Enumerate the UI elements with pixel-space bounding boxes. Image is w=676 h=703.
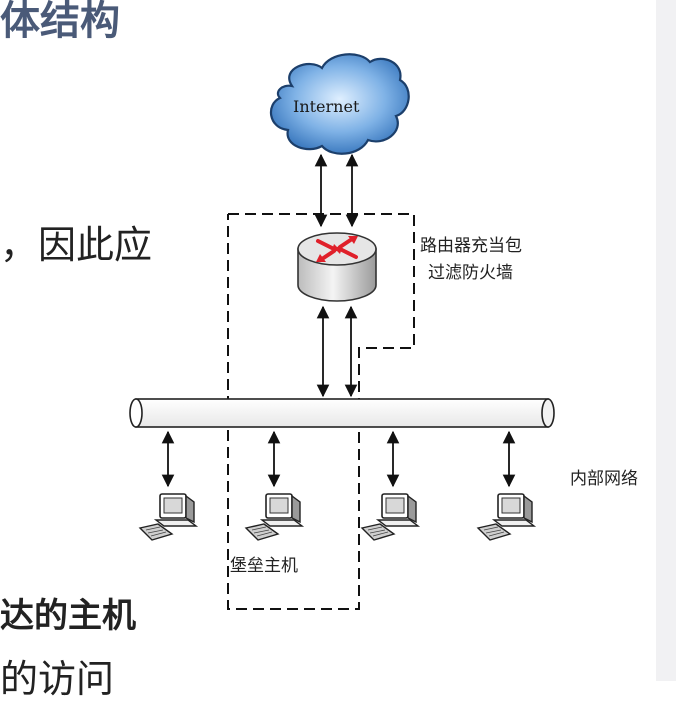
firewall-diagram: Internet 路由器充当包 过滤防火墙 <box>129 53 638 610</box>
slide-title: 体结构 <box>0 0 120 44</box>
router-icon <box>297 232 377 302</box>
router-label-line1: 路由器充当包 <box>420 236 522 256</box>
body-text-line: ，因此应 <box>0 223 153 267</box>
internet-cloud-icon <box>270 53 410 155</box>
router-label-line2: 过滤防火墙 <box>428 263 513 283</box>
internal-network-label: 内部网络 <box>570 469 638 489</box>
scrollbar[interactable] <box>656 0 676 681</box>
bastion-host-label: 堡垒主机 <box>230 556 298 576</box>
computer-icon <box>477 493 535 541</box>
computer-icon <box>139 493 197 541</box>
firewall-boundary <box>227 213 415 610</box>
network-bus <box>129 398 555 428</box>
internet-label: Internet <box>293 97 360 116</box>
computer-icon <box>361 493 419 541</box>
body-text-bold-line: 达的主机 <box>0 596 136 636</box>
bastion-host-computer-icon <box>245 493 303 541</box>
